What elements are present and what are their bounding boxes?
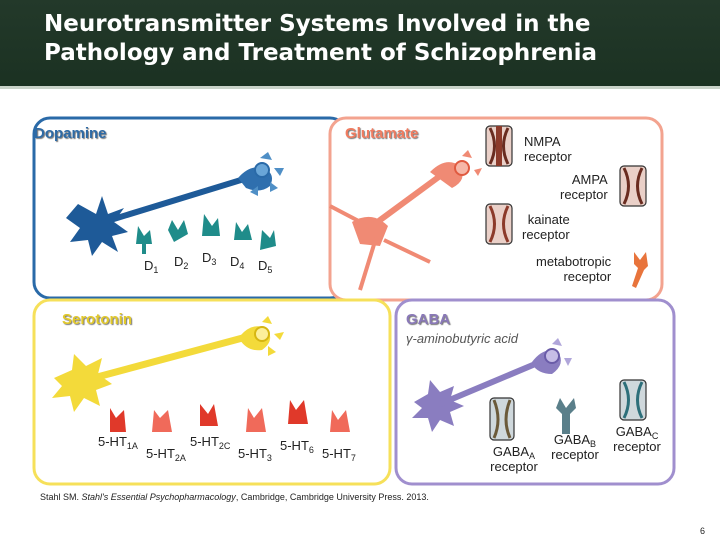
d5-label: D5 <box>258 258 273 275</box>
kainate-label: kainate receptor <box>522 212 570 242</box>
gaba-c-receptor-icon <box>619 379 647 421</box>
nmda-receptor-icon <box>485 125 513 167</box>
title-line-2: Pathology and Treatment of Schizophrenia <box>44 40 598 66</box>
d3-label: D3 <box>202 250 217 267</box>
ampa-receptor-icon <box>619 165 647 207</box>
serotonin-panel <box>32 298 392 486</box>
gaba-b-receptor-icon <box>556 398 576 434</box>
serotonin-receptor-icons <box>110 400 350 432</box>
title-line-1: Neurotransmitter Systems Involved in the <box>44 11 591 37</box>
5ht1a-label: 5-HT1A <box>98 434 138 451</box>
dopamine-receptor-icons <box>136 214 276 254</box>
glutamate-neuron <box>329 150 482 291</box>
5ht2c-label: 5-HT2C <box>190 434 231 451</box>
title-banner: Neurotransmitter Systems Involved in the… <box>0 0 720 89</box>
page-number: 6 <box>700 526 706 536</box>
gaba-title: GABA <box>406 311 451 328</box>
slide-title: Neurotransmitter Systems Involved in the… <box>44 10 597 68</box>
serotonin-title: Serotonin <box>62 311 132 328</box>
5ht6-label: 5-HT6 <box>280 438 314 455</box>
ampa-label: AMPA receptor <box>560 172 608 202</box>
title-underline <box>0 86 720 89</box>
gaba-a-receptor-icon <box>489 397 515 441</box>
dopamine-neuron <box>66 152 284 256</box>
glutamate-title: Glutamate <box>345 125 419 142</box>
dopamine-title: Dopamine <box>34 125 107 142</box>
serotonin-neuron <box>52 316 284 412</box>
gaba-subtitle: γ-aminobutyric acid <box>406 331 518 346</box>
kainate-receptor-icon <box>485 203 513 245</box>
gaba-panel <box>394 298 676 486</box>
gaba-neuron <box>412 338 572 432</box>
d2-label: D2 <box>174 254 189 271</box>
5ht7-label: 5-HT7 <box>322 446 356 463</box>
metabotropic-receptor-icon <box>632 252 648 288</box>
nmda-label: NMPA receptor <box>524 134 572 164</box>
citation: Stahl SM. Stahl's Essential Psychopharma… <box>40 492 429 502</box>
metabotropic-label: metabotropic receptor <box>536 254 612 284</box>
5ht2a-label: 5-HT2A <box>146 446 186 463</box>
5ht3-label: 5-HT3 <box>238 446 272 463</box>
d4-label: D4 <box>230 254 245 271</box>
d1-label: D1 <box>144 258 159 275</box>
